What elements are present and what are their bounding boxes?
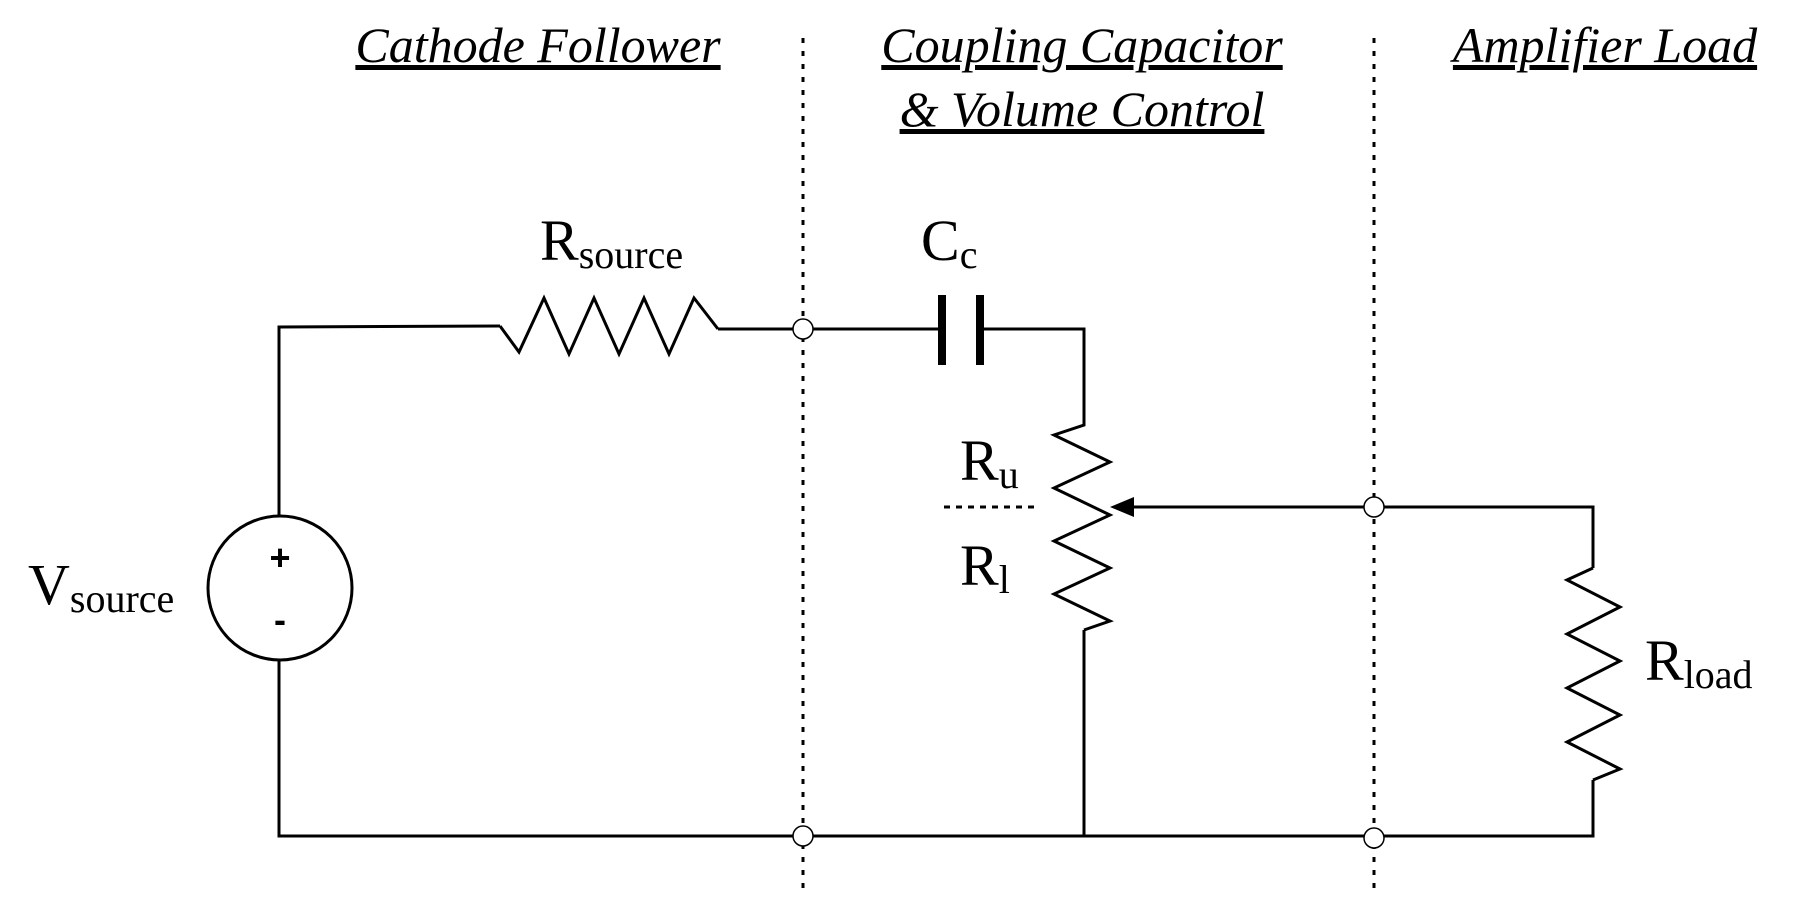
label-r-source: Rsource	[540, 208, 683, 277]
section-title-coupling-capacitor: Coupling Capacitor	[881, 17, 1283, 73]
node-wiper-right	[1363, 496, 1385, 518]
node-top-left	[792, 318, 814, 340]
label-r-upper: Ru	[960, 428, 1019, 497]
wire-cap-to-pot	[981, 327, 1086, 413]
wire-source-bottom	[277, 660, 1595, 838]
node-bottom-right	[1363, 827, 1385, 849]
wire-wiper-to-load	[1132, 505, 1595, 568]
section-title-volume-control: & Volume Control	[900, 81, 1265, 137]
r-load-resistor	[1563, 566, 1624, 782]
voltage-source-circle	[206, 514, 354, 662]
label-v-source: Vsource	[28, 552, 174, 621]
voltage-source-minus: -	[274, 599, 286, 640]
wire-source-top	[277, 324, 501, 515]
section-title-cathode-follower: Cathode Follower	[355, 17, 721, 73]
potentiometer-resistor	[1050, 413, 1114, 632]
r-source-resistor	[498, 294, 720, 358]
label-c-coupling: Cc	[921, 208, 977, 277]
voltage-source-plus: +	[269, 537, 290, 578]
section-title-amplifier-load: Amplifier Load	[1450, 17, 1758, 73]
node-bottom-left	[792, 825, 814, 847]
label-r-load: Rload	[1645, 628, 1753, 697]
label-r-lower: Rl	[960, 533, 1010, 602]
wiper-arrowhead	[1110, 497, 1134, 517]
